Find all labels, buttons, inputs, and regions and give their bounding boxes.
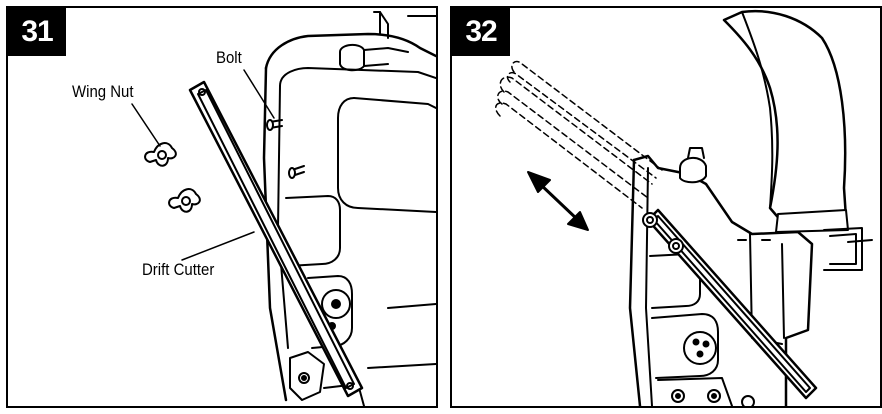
step-number-badge: 31	[8, 8, 66, 56]
wing-nut-label: Wing Nut	[72, 82, 134, 101]
drift-cutter-label: Drift Cutter	[142, 260, 215, 279]
figure-31-illustration	[131, 11, 436, 406]
figure-32-panel: 32	[450, 6, 882, 408]
figure-32-illustration	[495, 9, 873, 406]
figure-31-panel: 31 Bolt Wing Nut Drift Cutter	[6, 6, 438, 408]
bolt-label: Bolt	[216, 48, 242, 67]
step-number-badge: 32	[452, 8, 510, 56]
